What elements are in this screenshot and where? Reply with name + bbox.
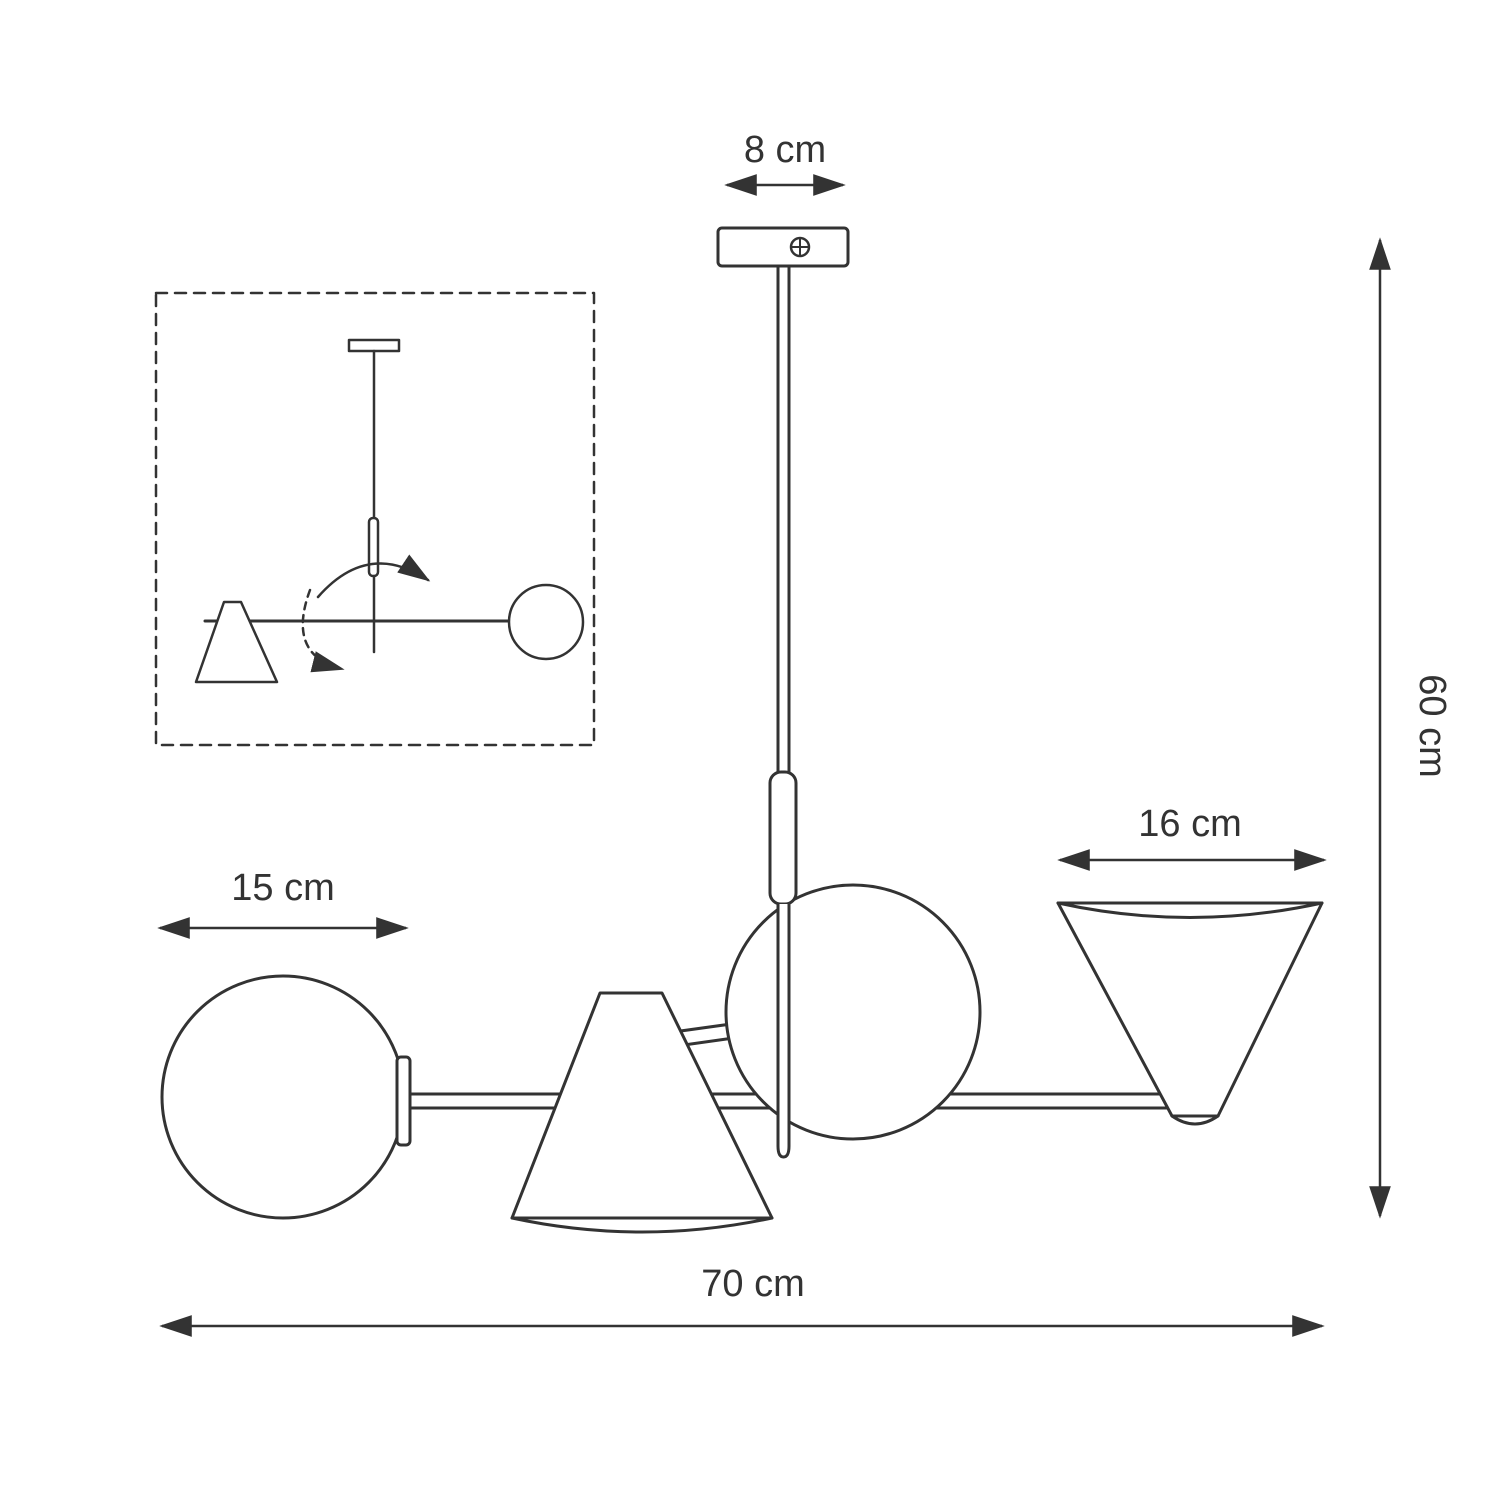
rod-coupler [768, 770, 798, 906]
rotation-arrow-dashed-icon [301, 588, 345, 673]
hanging-rod [768, 264, 798, 1159]
shade-diameter-label: 16 cm [1138, 803, 1241, 845]
dimension-mount-width: 8 cm [724, 129, 846, 196]
left-globe-shade [160, 974, 406, 1220]
globe-diameter-label: 15 cm [231, 867, 334, 909]
screw-icon [789, 236, 811, 258]
right-cone-shade [1056, 901, 1324, 1126]
mount-width-label: 8 cm [744, 129, 826, 171]
rotation-arrow-solid-icon [316, 554, 431, 599]
dimension-shade-diameter: 16 cm [1057, 803, 1327, 871]
lamp-drawing [160, 226, 1324, 1234]
inset-rod-coupler [367, 516, 380, 578]
left-globe-fitting [395, 1055, 412, 1147]
total-height-label: 60 cm [1411, 674, 1453, 777]
inset-cone-shade [194, 600, 279, 684]
rod-lower-tip [776, 902, 791, 1159]
center-globe-shade [724, 883, 982, 1141]
dimension-annotations: 8 cm 60 cm 15 cm 16 cm 70 cm [157, 129, 1453, 1337]
dimension-globe-diameter: 15 cm [157, 867, 409, 939]
total-width-label: 70 cm [701, 1263, 804, 1305]
dimension-total-width: 70 cm [159, 1263, 1325, 1337]
ceiling-mount-plate [716, 226, 850, 268]
middle-cone-shade [510, 991, 774, 1234]
rotation-inset [154, 291, 596, 747]
inset-globe-shade [507, 583, 585, 661]
dimension-total-height: 60 cm [1369, 237, 1453, 1219]
inset-dashed-border [154, 291, 596, 747]
inset-mount-bar [347, 338, 401, 353]
